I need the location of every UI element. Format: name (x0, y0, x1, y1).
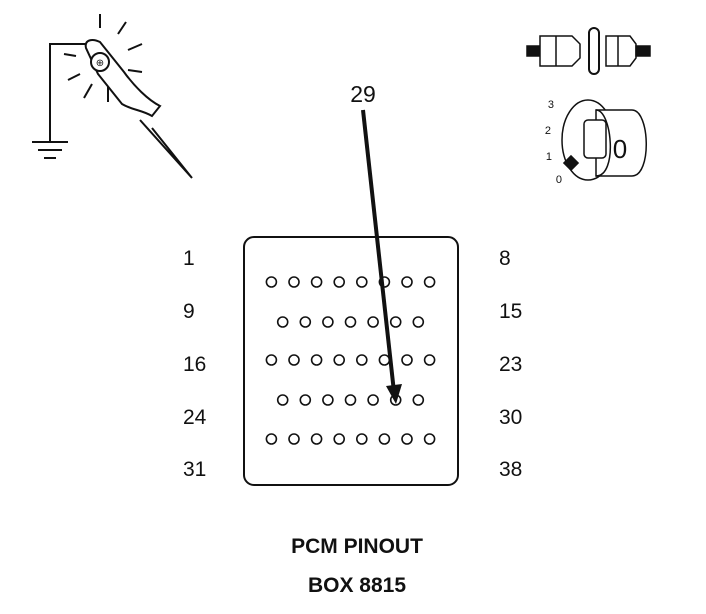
connector-pin (401, 354, 413, 366)
connector-pin (276, 394, 289, 406)
disconnected-connector-icon (526, 27, 651, 75)
caption-title: PCM PINOUT (291, 535, 423, 558)
svg-text:⊕: ⊕ (96, 58, 104, 69)
connector-pin (299, 394, 312, 406)
row1-right-pin: 8 (499, 247, 511, 270)
connector-pin (322, 316, 334, 328)
row4-left-pin: 24 (183, 406, 207, 429)
connector-pin (412, 316, 425, 328)
row2-right-pin: 15 (499, 300, 522, 323)
callout-pin-number: 29 (350, 81, 376, 107)
connector-pin (299, 316, 312, 328)
connector-pin (310, 276, 323, 288)
connector-pin (423, 276, 436, 288)
connector-pin (276, 316, 289, 328)
connector-pin (333, 354, 346, 366)
connector-pin (401, 276, 413, 288)
row5-left-pin: 31 (183, 458, 206, 481)
ignition-key-icon (561, 99, 647, 181)
connector-pin (401, 433, 413, 445)
connector-pin (322, 394, 334, 406)
row3-right-pin: 23 (499, 353, 522, 376)
connector-pin (344, 316, 357, 328)
pcm-connector-body (243, 236, 459, 486)
connector-pin (423, 433, 436, 445)
connector-pin (367, 316, 379, 328)
ignition-position-0: 0 (556, 174, 562, 186)
row1-left-pin: 1 (183, 247, 195, 270)
connector-pin (333, 433, 346, 445)
ignition-position-2: 2 (545, 125, 551, 137)
connector-pin (412, 394, 425, 406)
connector-pin (310, 354, 323, 366)
connector-pin (265, 433, 278, 445)
row3-left-pin: 16 (183, 353, 206, 376)
connector-pin (389, 316, 402, 328)
connector-pin (310, 433, 323, 445)
ground-icon (32, 141, 68, 159)
connector-pin (355, 276, 368, 288)
connector-pin (265, 276, 278, 288)
connector-pin (378, 354, 391, 366)
connector-pin (288, 276, 300, 288)
connector-pin (378, 433, 391, 445)
callout-arrow (361, 109, 402, 404)
ignition-key-label: 0 (613, 134, 627, 164)
connector-pin (355, 354, 368, 366)
connector-pin (288, 354, 300, 366)
test-probe-icon: ⊕ (32, 14, 193, 179)
connector-pin (355, 433, 368, 445)
connector-pin (423, 354, 436, 366)
row5-right-pin: 38 (499, 458, 522, 481)
ignition-position-3: 3 (548, 99, 554, 111)
caption-box-number: BOX 8815 (308, 574, 406, 597)
row2-left-pin: 9 (183, 300, 195, 323)
row4-right-pin: 30 (499, 406, 522, 429)
ignition-position-1: 1 (546, 151, 552, 163)
connector-pin (344, 394, 357, 406)
connector-pin (333, 276, 346, 288)
connector-pin (265, 354, 278, 366)
connector-pin (288, 433, 300, 445)
connector-pin (367, 394, 379, 406)
